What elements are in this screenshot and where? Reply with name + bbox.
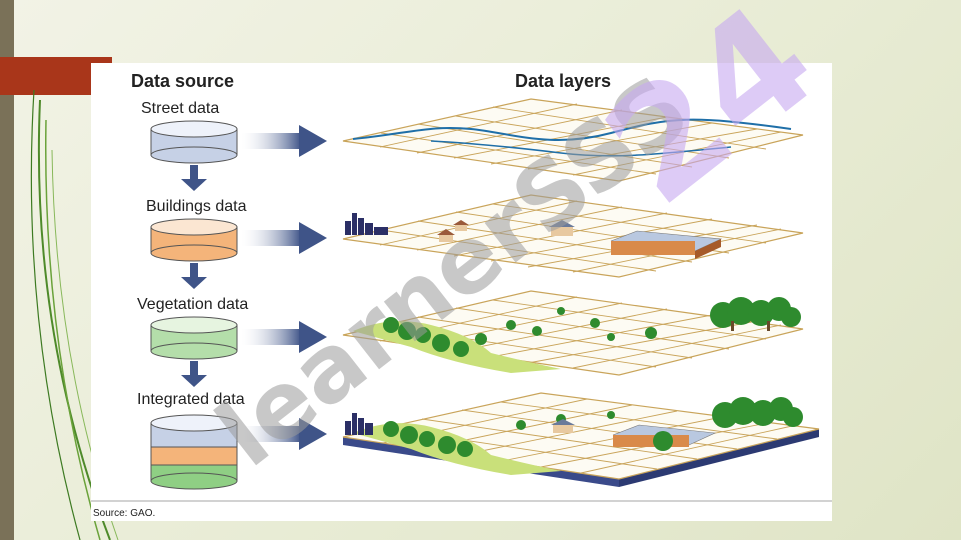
vegetation-data-cylinder [150, 316, 238, 360]
down-arrows [181, 165, 207, 387]
down-arrow-icon [181, 263, 207, 289]
data-source-heading: Data source [131, 71, 234, 91]
street-data-cylinder [150, 120, 238, 164]
tree-cluster-icon [653, 397, 803, 451]
house-icon [437, 229, 455, 242]
right-arrow-icon [241, 418, 327, 450]
down-arrow-icon [181, 361, 207, 387]
right-arrow-icon [241, 222, 327, 254]
down-arrow-icon [181, 165, 207, 191]
tree-cluster-icon [710, 297, 801, 331]
buildings-data-cylinder [150, 218, 238, 262]
street-layer [342, 98, 804, 182]
street-data-label: Street data [141, 100, 219, 117]
house-icon [549, 220, 575, 236]
integrated-layer [342, 392, 820, 487]
city-skyline-icon [345, 213, 388, 235]
vegetation-data-label: Vegetation data [137, 296, 248, 313]
house-icon [551, 419, 575, 433]
gis-layers-figure: Data source Data layers Street data Buil… [91, 63, 832, 521]
house-icon [453, 220, 469, 231]
buildings-layer [342, 194, 804, 278]
slide-sidebar [0, 0, 14, 540]
city-skyline-icon [345, 413, 373, 435]
data-layers-heading: Data layers [515, 71, 611, 91]
warehouse-icon [610, 230, 723, 259]
buildings-data-label: Buildings data [146, 198, 247, 215]
integrated-data-label: Integrated data [137, 391, 245, 408]
right-arrow-icon [241, 125, 327, 157]
vegetation-layer [342, 290, 804, 376]
integrated-data-cylinder [150, 414, 238, 490]
source-note: Source: GAO. [93, 508, 155, 519]
right-arrow-icon [241, 321, 327, 353]
